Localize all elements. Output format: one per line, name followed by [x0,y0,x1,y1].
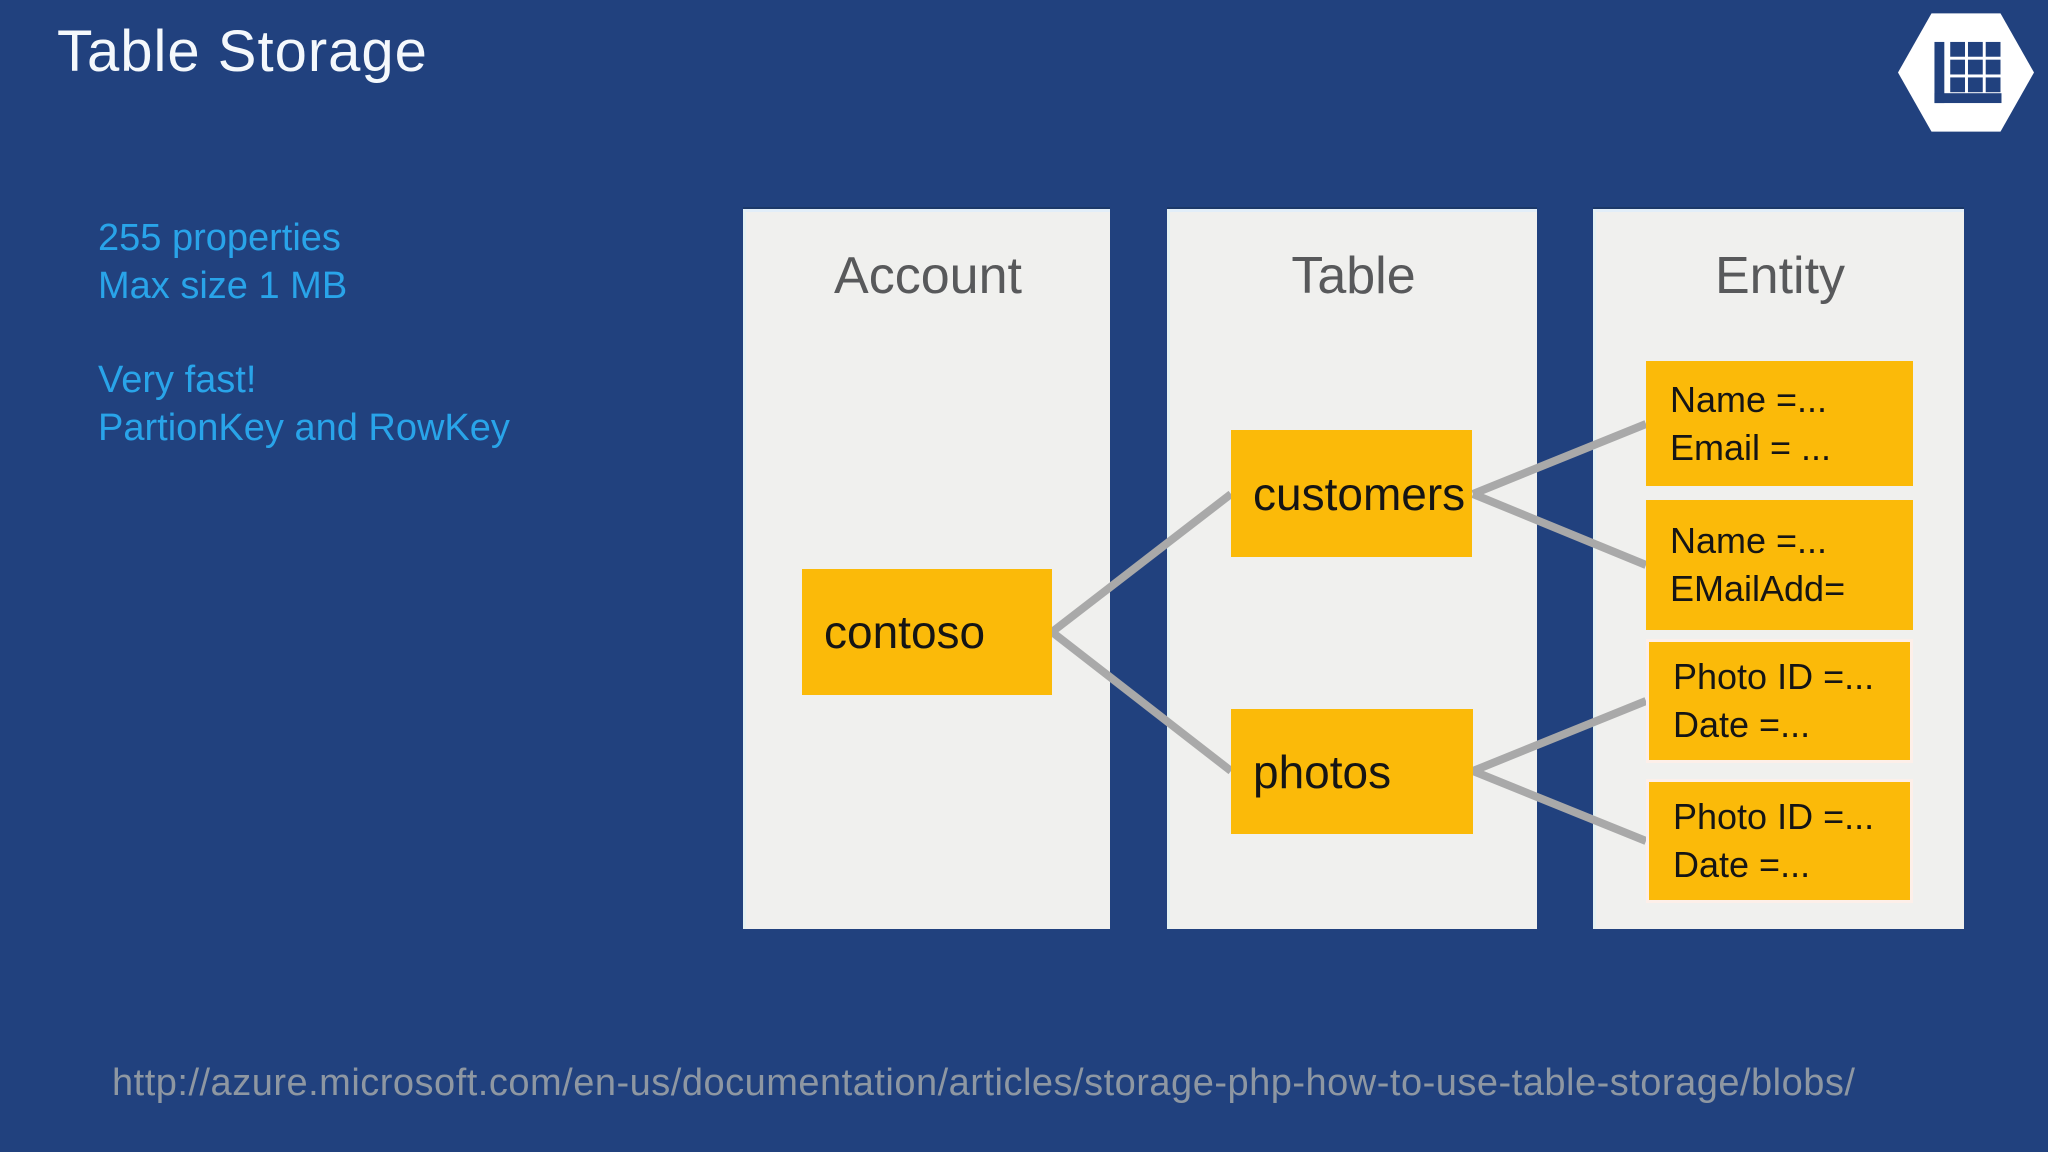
table-box-photos: photos [1231,709,1473,834]
column-entity-header: Entity [1714,247,1846,305]
entity-box-photo-2-line-1: Photo ID =... [1673,796,1875,837]
entity-box-photo-1-line-2: Date =... [1673,704,1811,745]
account-box-contoso-label: contoso [824,606,986,658]
page-title: Table Storage [57,19,428,84]
note-line-properties: 255 properties [98,217,341,259]
column-account-header: Account [834,247,1022,305]
table-box-photos-label: photos [1253,745,1392,798]
table-storage-icon [1897,12,2035,133]
note-line-very-fast: Very fast! [98,359,257,401]
note-line-keys: PartionKey and RowKey [98,407,510,449]
table-box-customers: customers [1231,430,1472,557]
slide-notes: 255 properties Max size 1 MB Very fast! … [98,214,510,498]
entity-box-photo-1: Photo ID =... Date =... [1646,639,1913,763]
entity-box-photo-2-line-2: Date =... [1673,844,1811,885]
entity-box-customer-1: Name =... Email = ... [1646,361,1913,486]
source-url: http://azure.microsoft.com/en-us/documen… [112,1062,1856,1104]
entity-box-photo-2: Photo ID =... Date =... [1646,779,1913,903]
notes-paragraph-limits: 255 properties Max size 1 MB [98,214,510,310]
note-line-max-size: Max size 1 MB [98,265,348,307]
notes-paragraph-speed: Very fast! PartionKey and RowKey [98,356,510,452]
column-table-header: Table [1291,247,1416,305]
entity-box-customer-2-line-1: Name =... [1670,520,1828,561]
account-box-contoso: contoso [802,569,1052,695]
entity-box-customer-2-line-2: EMailAdd= [1670,568,1846,609]
entity-box-customer-1-line-1: Name =... [1670,378,1828,420]
entity-box-customer-1-line-2: Email = ... [1670,426,1832,468]
entity-box-photo-1-line-1: Photo ID =... [1673,656,1875,697]
table-box-customers-label: customers [1253,467,1466,520]
entity-box-customer-2: Name =... EMailAdd= [1646,500,1913,630]
